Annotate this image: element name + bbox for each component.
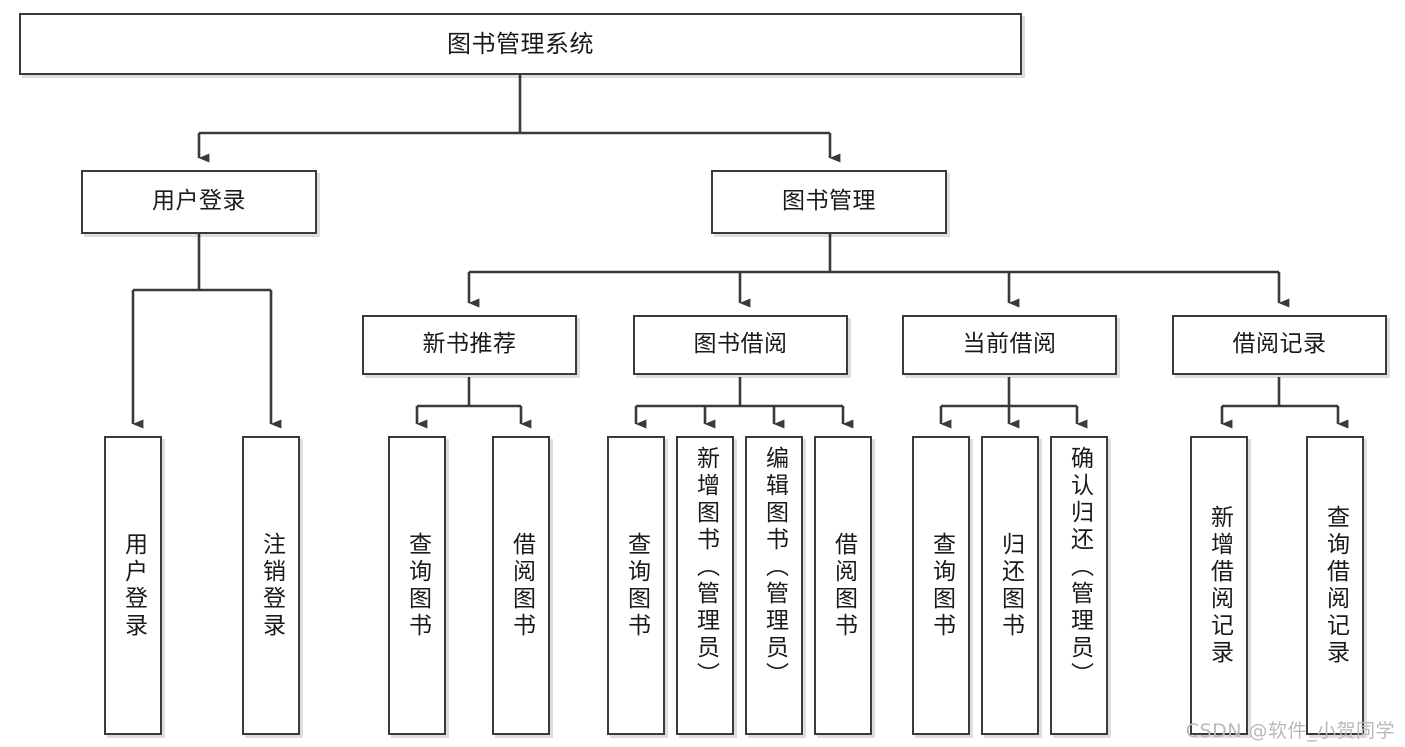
node-user-login[interactable]: 用户登录 [81,170,317,234]
node-label: 新增图书（管理员） [692,446,719,689]
leaf-book-borrow-borrow-book[interactable]: 借阅图书 [814,436,872,735]
node-label: 图书管理 [782,188,876,215]
node-label: 当前借阅 [962,331,1057,358]
leaf-new-book-query-book[interactable]: 查询图书 [388,436,446,735]
leaf-borrow-record-add-record[interactable]: 新增借阅记录 [1190,436,1248,735]
node-label: 编辑图书（管理员） [761,446,788,689]
node-label: 借阅图书 [508,531,535,640]
leaf-current-borrow-return-book[interactable]: 归还图书 [981,436,1039,735]
node-book-management[interactable]: 图书管理 [711,170,947,234]
leaf-user-login-logout[interactable]: 注销登录 [242,436,300,735]
node-label: 确认归还（管理员） [1066,446,1093,689]
node-root-book-management-system[interactable]: 图书管理系统 [19,13,1022,75]
node-current-borrowing[interactable]: 当前借阅 [902,315,1117,375]
node-label: 注销登录 [258,531,285,640]
node-label: 查询借阅记录 [1322,504,1349,667]
leaf-borrow-record-query-record[interactable]: 查询借阅记录 [1306,436,1364,735]
leaf-book-borrow-add-book-admin[interactable]: 新增图书（管理员） [676,436,734,735]
node-label: 图书管理系统 [447,29,594,58]
node-label: 借阅记录 [1232,331,1327,358]
csdn-watermark: CSDN @软件_小贺同学 [1185,720,1395,742]
node-label: 查询图书 [623,531,650,640]
node-label: 借阅图书 [830,531,857,640]
node-book-borrowing[interactable]: 图书借阅 [633,315,848,375]
leaf-new-book-borrow-book[interactable]: 借阅图书 [492,436,550,735]
node-label: 用户登录 [152,188,246,215]
leaf-book-borrow-edit-book-admin[interactable]: 编辑图书（管理员） [745,436,803,735]
leaf-user-login-login[interactable]: 用户登录 [104,436,162,735]
leaf-current-borrow-confirm-return-admin[interactable]: 确认归还（管理员） [1050,436,1108,735]
node-label: 查询图书 [928,531,955,640]
node-label: 用户登录 [120,531,147,640]
node-label: 新增借阅记录 [1206,504,1233,667]
node-label: 图书借阅 [693,331,788,358]
node-label: 新书推荐 [422,331,517,358]
node-label: 归还图书 [997,531,1024,640]
leaf-current-borrow-query-book[interactable]: 查询图书 [912,436,970,735]
node-new-book-recommendation[interactable]: 新书推荐 [362,315,577,375]
node-borrowing-record[interactable]: 借阅记录 [1172,315,1387,375]
node-label: 查询图书 [404,531,431,640]
leaf-book-borrow-query-book[interactable]: 查询图书 [607,436,665,735]
